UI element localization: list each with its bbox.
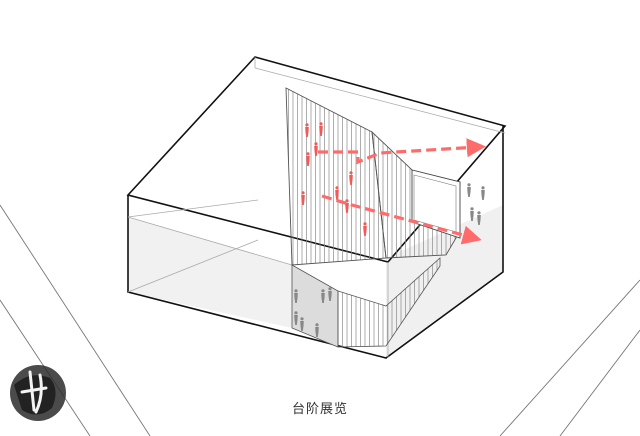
dashed-arrow-icon (318, 138, 486, 165)
lower-stair-hatch (337, 257, 441, 348)
cantilever-opening (411, 169, 461, 239)
front-left-facade (128, 217, 292, 328)
building-volume (126, 56, 507, 359)
person-icon (467, 183, 471, 197)
site-lines (0, 204, 640, 436)
ink-brush-logo (10, 365, 66, 421)
circulation-arrows (318, 138, 486, 245)
stepped-facade (285, 87, 387, 266)
base-outline (127, 126, 504, 359)
dashed-arrow-icon (321, 194, 482, 245)
lower-stair-glass (291, 264, 339, 348)
diagram-caption: 台阶展览 (291, 402, 348, 417)
person-icon (481, 186, 485, 200)
